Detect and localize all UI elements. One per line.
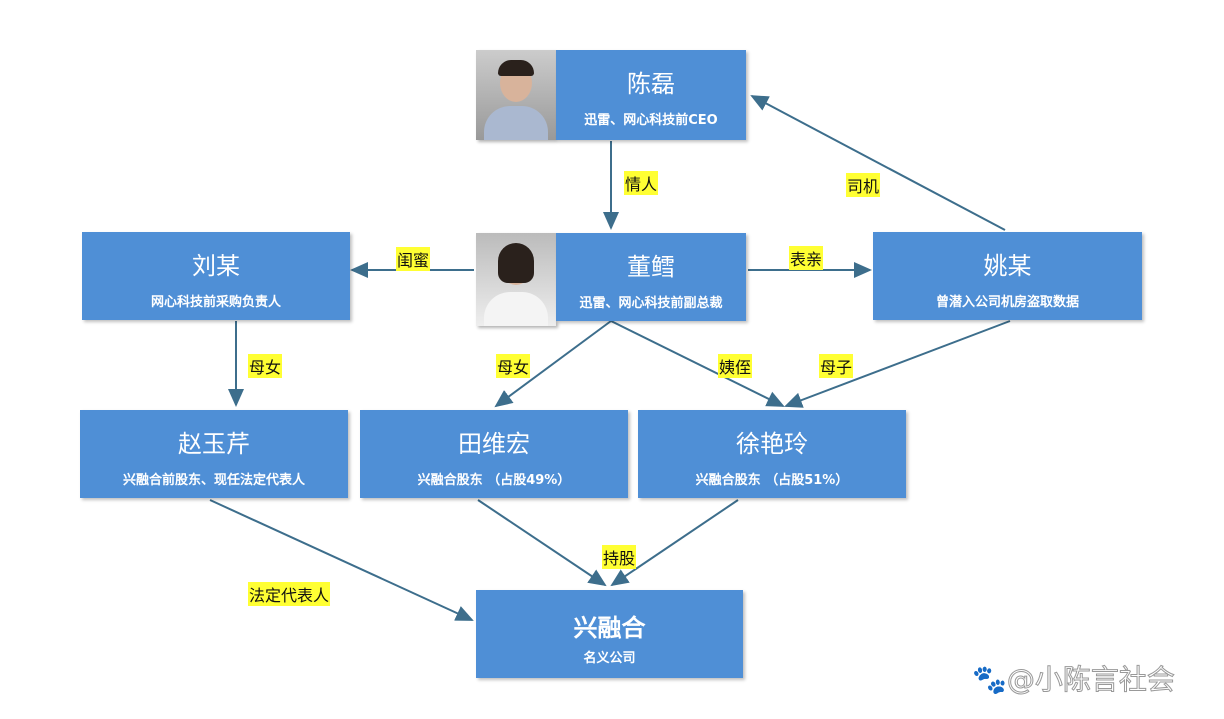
paw-icon: 🐾 (972, 663, 1008, 697)
node-xu: 徐艳玲兴融合股东 （占股51%） (638, 410, 906, 498)
edge-label-legal-rep: 法定代表人 (248, 582, 331, 606)
node-name: 田维宏 (458, 430, 530, 458)
edge-label-bestie: 闺蜜 (396, 247, 431, 271)
node-zhao: 赵玉芹兴融合前股东、现任法定代表人 (80, 410, 348, 498)
node-name: 董鳕 (627, 253, 675, 281)
node-desc: 迅雷、网心科技前副总裁 (579, 296, 723, 311)
node-tian: 田维宏兴融合股东 （占股49%） (360, 410, 628, 498)
watermark: 🐾@小陈言社会 (972, 663, 1176, 697)
node-desc: 兴融合股东 （占股49%） (417, 473, 571, 488)
node-desc: 迅雷、网心科技前CEO (584, 113, 718, 128)
node-name: 陈磊 (627, 70, 675, 98)
node-desc: 兴融合前股东、现任法定代表人 (122, 473, 305, 488)
node-name: 徐艳玲 (736, 430, 808, 458)
edge-label-cousin: 表亲 (789, 246, 824, 270)
node-desc: 曾潜入公司机房盗取数据 (935, 295, 1079, 310)
node-xingronghe: 兴融合名义公司 (476, 590, 743, 678)
node-dongxue: 董鳕迅雷、网心科技前副总裁 (556, 233, 746, 321)
dongxue-photo (476, 233, 556, 326)
node-name: 兴融合 (573, 614, 646, 642)
edge-label-lover: 情人 (624, 171, 659, 195)
node-desc: 兴融合股东 （占股51%） (695, 473, 849, 488)
edge-label-shareholding: 持股 (602, 545, 637, 569)
node-yao: 姚某曾潜入公司机房盗取数据 (873, 232, 1142, 320)
edge-label-aunt-niece: 姨侄 (718, 354, 753, 378)
edge-label-driver: 司机 (846, 173, 881, 197)
node-desc: 网心科技前采购负责人 (150, 295, 281, 310)
node-desc: 名义公司 (583, 651, 636, 666)
node-name: 赵玉芹 (178, 430, 250, 458)
edge-label-mother-daughter: 母女 (248, 354, 283, 378)
edge-label-mother-son: 母子 (819, 354, 854, 378)
node-name: 姚某 (983, 252, 1032, 280)
node-chenlei: 陈磊迅雷、网心科技前CEO (556, 50, 746, 140)
node-name: 刘某 (192, 252, 240, 280)
chenlei-photo (476, 50, 556, 140)
edge-label-mother-daughter: 母女 (496, 354, 531, 378)
node-liu: 刘某网心科技前采购负责人 (82, 232, 350, 320)
